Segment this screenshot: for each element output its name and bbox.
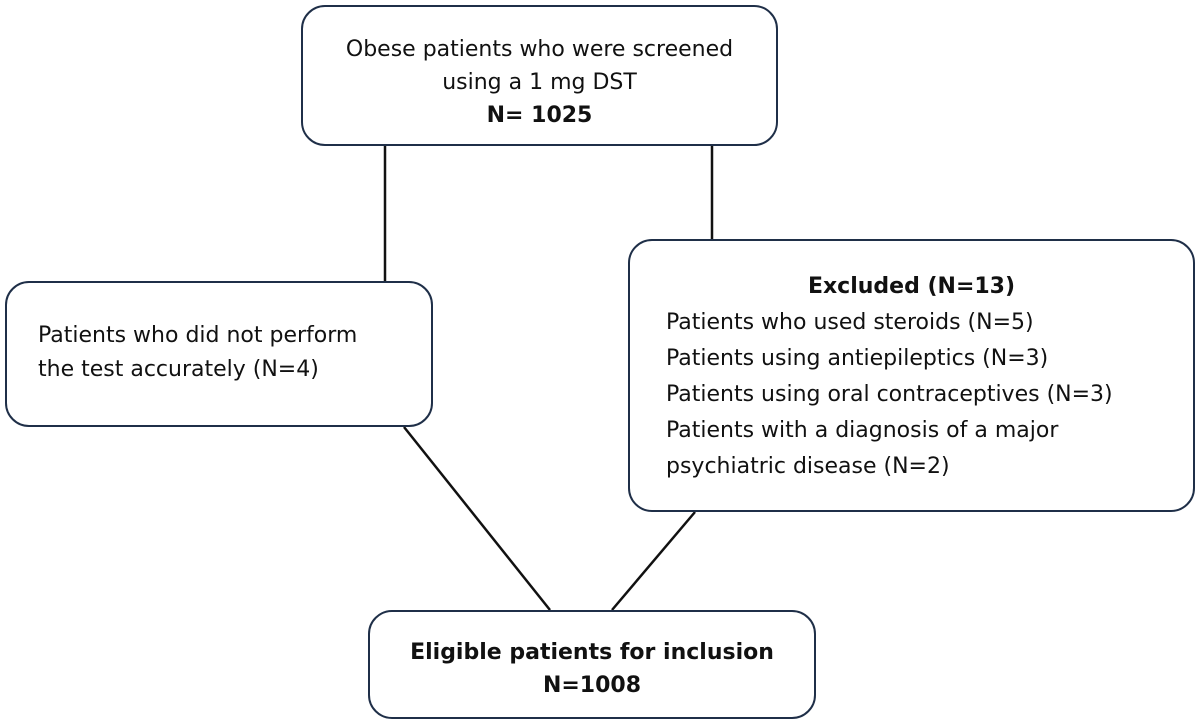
eligible-count: N=1008 (542, 673, 642, 698)
screened-count: N= 1025 (486, 103, 593, 128)
connector-excluded-to-eligible (611, 511, 696, 611)
inaccurate-test-box: Patients who did not perform the test ac… (5, 281, 433, 427)
connector-inaccurate-to-eligible (403, 426, 551, 611)
inaccurate-line-1: Patients who did not perform (38, 323, 358, 348)
excluded-item: Patients using antiepileptics (N=3) (666, 346, 1049, 371)
screened-patients-box: Obese patients who were screened using a… (301, 5, 778, 146)
excluded-item: Patients using oral contraceptives (N=3) (666, 382, 1113, 407)
excluded-item: psychiatric disease (N=2) (666, 454, 950, 479)
inaccurate-line-2: the test accurately (N=4) (38, 357, 319, 382)
excluded-item: Patients with a diagnosis of a major (666, 418, 1059, 443)
excluded-box: Excluded (N=13) Patients who used steroi… (628, 239, 1195, 512)
screened-line-1: Obese patients who were screened (345, 37, 734, 62)
eligible-patients-box: Eligible patients for inclusion N=1008 (368, 610, 816, 719)
excluded-heading: Excluded (N=13) (807, 274, 1016, 299)
eligible-label: Eligible patients for inclusion (410, 640, 774, 665)
screened-line-2: using a 1 mg DST (442, 70, 637, 95)
excluded-item: Patients who used steroids (N=5) (666, 310, 1034, 335)
